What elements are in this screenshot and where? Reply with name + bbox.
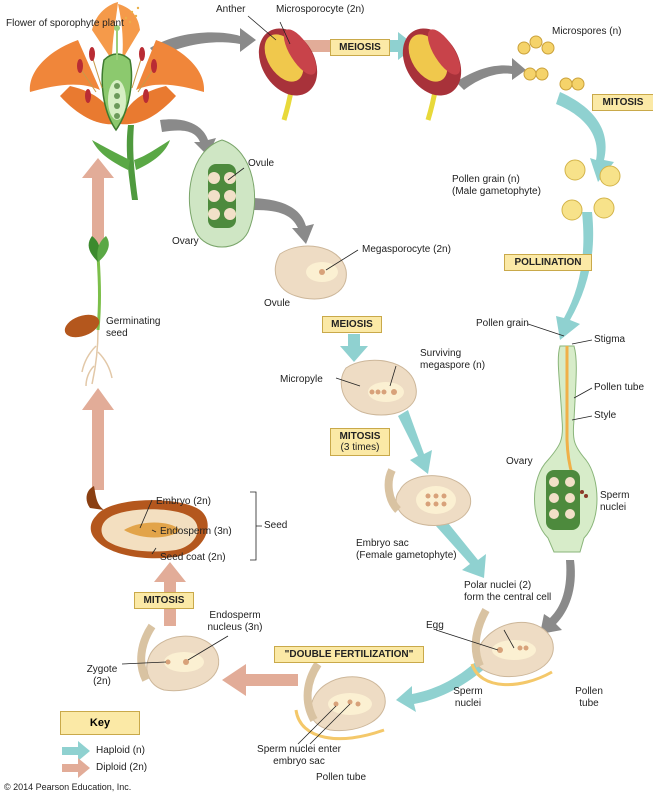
pollen-tube-bottom-right-label: Pollen tube <box>575 686 603 709</box>
meiosis-mid-box: MEIOSIS <box>322 316 382 333</box>
pistil-illustration <box>534 345 598 553</box>
male-gametophyte-label: (Male gametophyte) <box>452 186 541 197</box>
ovule-megaspore <box>340 359 417 416</box>
leader-lines <box>121 15 593 745</box>
ovule-sperm-enter <box>294 661 386 741</box>
mitosis-mid-box: MITOSIS (3 times) <box>330 428 390 456</box>
megasporocyte-label: Megasporocyte (2n) <box>362 244 451 255</box>
central-cell-label: form the central cell <box>464 592 552 603</box>
ovary-right-label: Ovary <box>506 456 533 467</box>
mitosis-right-box: MITOSIS <box>592 94 653 111</box>
copyright: © 2014 Pearson Education, Inc. <box>4 782 132 792</box>
ovary-top-label: Ovary <box>172 236 199 247</box>
sperm-nuclei-bottom-label: Sperm nuclei <box>453 686 483 709</box>
pollen-grains-illustration <box>561 159 621 221</box>
germinating-seed-label: Germinating seed <box>106 316 161 339</box>
ovary-top-illustration <box>188 139 256 248</box>
pollen-grain-label: Pollen grain <box>476 318 529 329</box>
micropyle-label: Micropyle <box>280 374 323 385</box>
surviving-megaspore-label: Surviving megaspore (n) <box>420 348 486 371</box>
female-gametophyte-label: (Female gametophyte) <box>356 550 457 561</box>
ovule-megasporocyte <box>274 245 347 300</box>
sperm-nuclei-right-label: Sperm nuclei <box>600 490 630 513</box>
haploid-arrows <box>340 32 614 712</box>
pollen-tube-bottom-label: Pollen tube <box>316 772 367 783</box>
embryo-sac-label: Embryo sac <box>356 538 409 549</box>
germinating-seed-illustration <box>64 236 113 387</box>
pollen-grain-male-label: Pollen grain (n) <box>452 174 520 185</box>
anther-label: Anther <box>216 4 246 15</box>
double-fertilization-box: "DOUBLE FERTILIZATION" <box>274 646 424 663</box>
anther-illustration <box>258 28 318 121</box>
pollination-box: POLLINATION <box>504 254 592 271</box>
flower-label: Flower of sporophyte plant <box>6 18 124 29</box>
seed-label: Seed <box>264 520 288 531</box>
microspores-illustration <box>517 35 585 91</box>
ovule-zygote <box>137 623 220 692</box>
endosperm-label: Endosperm (3n) <box>160 526 232 537</box>
polar-nuclei-label: Polar nuclei (2) <box>464 580 532 591</box>
ovule-embryo-sac <box>384 468 472 526</box>
ovule-polar-nuclei <box>470 608 554 687</box>
microspores-label: Microspores (n) <box>552 26 622 37</box>
meiosis-top-box: MEIOSIS <box>330 39 390 56</box>
ovule-mid-label: Ovule <box>264 298 291 309</box>
sperm-enter-label: Sperm nuclei enter embryo sac <box>257 744 341 767</box>
key-diploid-label: Diploid (2n) <box>96 762 148 773</box>
pollen-tube-right-label: Pollen tube <box>594 382 645 393</box>
mitosis-mid-title: MITOSIS <box>339 431 381 442</box>
ovule-top-label: Ovule <box>248 158 275 169</box>
key-diploid-arrow <box>62 758 90 778</box>
embryo-label: Embryo (2n) <box>156 496 212 507</box>
seed-coat-label: Seed coat (2n) <box>160 552 226 563</box>
anther-meiosis-illustration <box>402 28 462 121</box>
key-haploid-arrow <box>62 741 90 761</box>
mitosis-left-box: MITOSIS <box>134 592 194 609</box>
key-haploid-label: Haploid (n) <box>96 745 145 756</box>
egg-label: Egg <box>426 620 444 631</box>
flower-illustration <box>29 2 205 200</box>
mitosis-mid-subtitle: (3 times) <box>340 442 380 453</box>
style-label: Style <box>594 410 617 421</box>
microsporocyte-label: Microsporocyte (2n) <box>276 4 365 15</box>
key-title: Key <box>60 711 140 735</box>
zygote-label: Zygote (2n) <box>86 664 118 687</box>
endosperm-nucleus-label: Endosperm nucleus (3n) <box>207 610 263 633</box>
stigma-label: Stigma <box>594 334 626 345</box>
process-arrows <box>150 28 575 634</box>
